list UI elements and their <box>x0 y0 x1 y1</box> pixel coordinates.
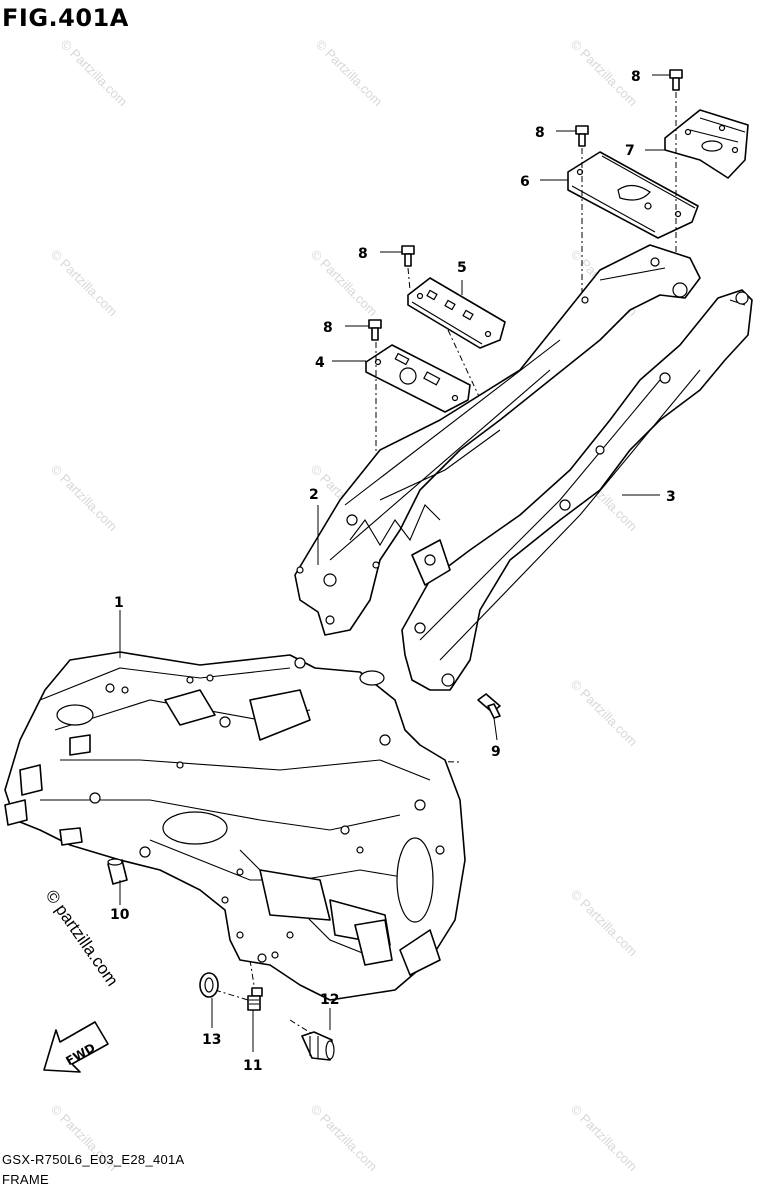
watermark-main-text: © partzilla.com <box>42 886 122 989</box>
figure-title: FIG.401A <box>2 4 129 32</box>
callout-labels: 8 8 7 6 8 5 8 4 2 3 1 9 10 12 13 11 <box>110 69 676 1074</box>
part-12-bolt <box>301 1031 335 1061</box>
callout-3: 3 <box>666 489 676 505</box>
callout-11: 11 <box>243 1058 262 1074</box>
callout-8: 8 <box>323 320 333 336</box>
callout-1: 1 <box>114 595 124 611</box>
part-2-seat-rail <box>294 244 701 636</box>
bolt-8-third <box>401 245 415 267</box>
watermark-text: © Partzilla.com <box>308 247 381 320</box>
watermark-text: © Partzilla.com <box>313 37 386 110</box>
callout-6: 6 <box>520 174 530 190</box>
watermark-text: © Partzilla.com <box>568 677 641 750</box>
diagram-code: GSX-R750L6_E03_E28_401A <box>2 1152 185 1167</box>
part-3-seat-rail <box>401 289 753 691</box>
forward-direction-arrow: FWD <box>43 1021 109 1073</box>
bolt-8-top <box>669 69 683 91</box>
part-5-bracket <box>407 277 506 349</box>
part-10-collar <box>107 858 128 885</box>
part-4-bracket <box>365 344 471 413</box>
part-9-bolt <box>477 693 501 719</box>
callout-7: 7 <box>625 143 635 159</box>
part-11-bolt <box>247 987 263 1011</box>
callout-2: 2 <box>309 487 319 503</box>
callout-8: 8 <box>631 69 641 85</box>
callout-10: 10 <box>110 907 130 923</box>
watermark-text: © Partzilla.com <box>568 37 641 110</box>
watermark-text: © Partzilla.com <box>48 247 121 320</box>
part-1-main-frame <box>4 651 466 1001</box>
callout-8: 8 <box>358 246 368 262</box>
part-7-bracket <box>664 109 749 179</box>
watermark-text: © Partzilla.com <box>308 1102 381 1175</box>
callout-8: 8 <box>535 125 545 141</box>
callout-9: 9 <box>491 744 501 760</box>
watermark-text: © Partzilla.com <box>58 37 131 110</box>
bolt-8-second <box>575 125 589 147</box>
part-13-washer <box>199 972 219 998</box>
leader-lines <box>119 74 670 1052</box>
bolt-8-set <box>368 69 683 341</box>
part-6-plate <box>567 151 699 239</box>
callout-12: 12 <box>320 992 339 1008</box>
callout-4: 4 <box>315 355 325 371</box>
watermark-text: © Partzilla.com <box>48 462 121 535</box>
bolt-8-fourth <box>368 319 382 341</box>
diagram-caption: FRAME <box>2 1172 49 1187</box>
callout-13: 13 <box>202 1032 221 1048</box>
callout-5: 5 <box>457 260 467 276</box>
watermark-text: © Partzilla.com <box>568 887 641 960</box>
watermark-text: © Partzilla.com <box>568 1102 641 1175</box>
